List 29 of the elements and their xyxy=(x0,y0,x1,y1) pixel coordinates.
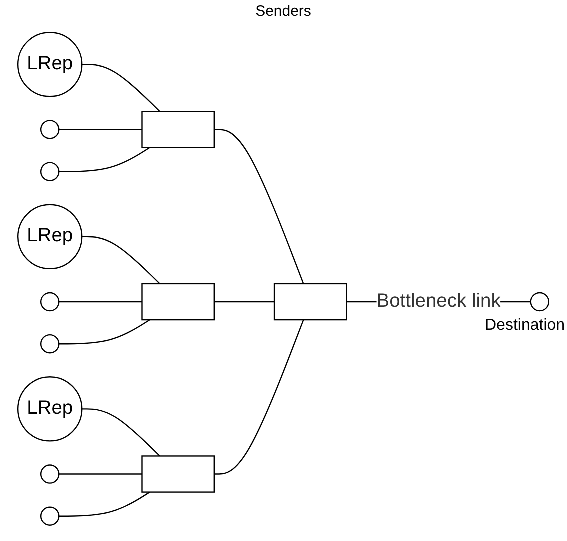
node-caption: Destination xyxy=(485,317,566,336)
node-circle xyxy=(40,334,60,354)
connector xyxy=(59,147,150,172)
connector xyxy=(59,474,142,475)
connector xyxy=(214,320,304,475)
node-circle xyxy=(40,464,60,484)
edge-label: Bottleneck link xyxy=(376,291,501,312)
node-circle: LRep xyxy=(17,376,83,442)
connector xyxy=(82,408,160,457)
node-box xyxy=(142,111,215,148)
node-circle xyxy=(530,292,550,312)
connector xyxy=(82,236,160,284)
connector xyxy=(82,64,160,112)
connector xyxy=(59,320,150,345)
connector xyxy=(214,301,275,303)
node-circle: LRep xyxy=(17,32,83,98)
node-box xyxy=(142,456,215,493)
connector xyxy=(59,492,150,517)
node-circle xyxy=(40,120,60,140)
node-circle xyxy=(40,506,60,526)
node-box xyxy=(274,283,348,321)
node-circle: LRep xyxy=(17,204,83,270)
connector xyxy=(59,129,142,130)
node-circle xyxy=(40,292,60,312)
node-circle xyxy=(40,162,60,182)
label-text: Senders xyxy=(256,3,312,20)
node-box xyxy=(142,283,215,321)
connector xyxy=(59,301,142,303)
connector xyxy=(214,129,304,284)
